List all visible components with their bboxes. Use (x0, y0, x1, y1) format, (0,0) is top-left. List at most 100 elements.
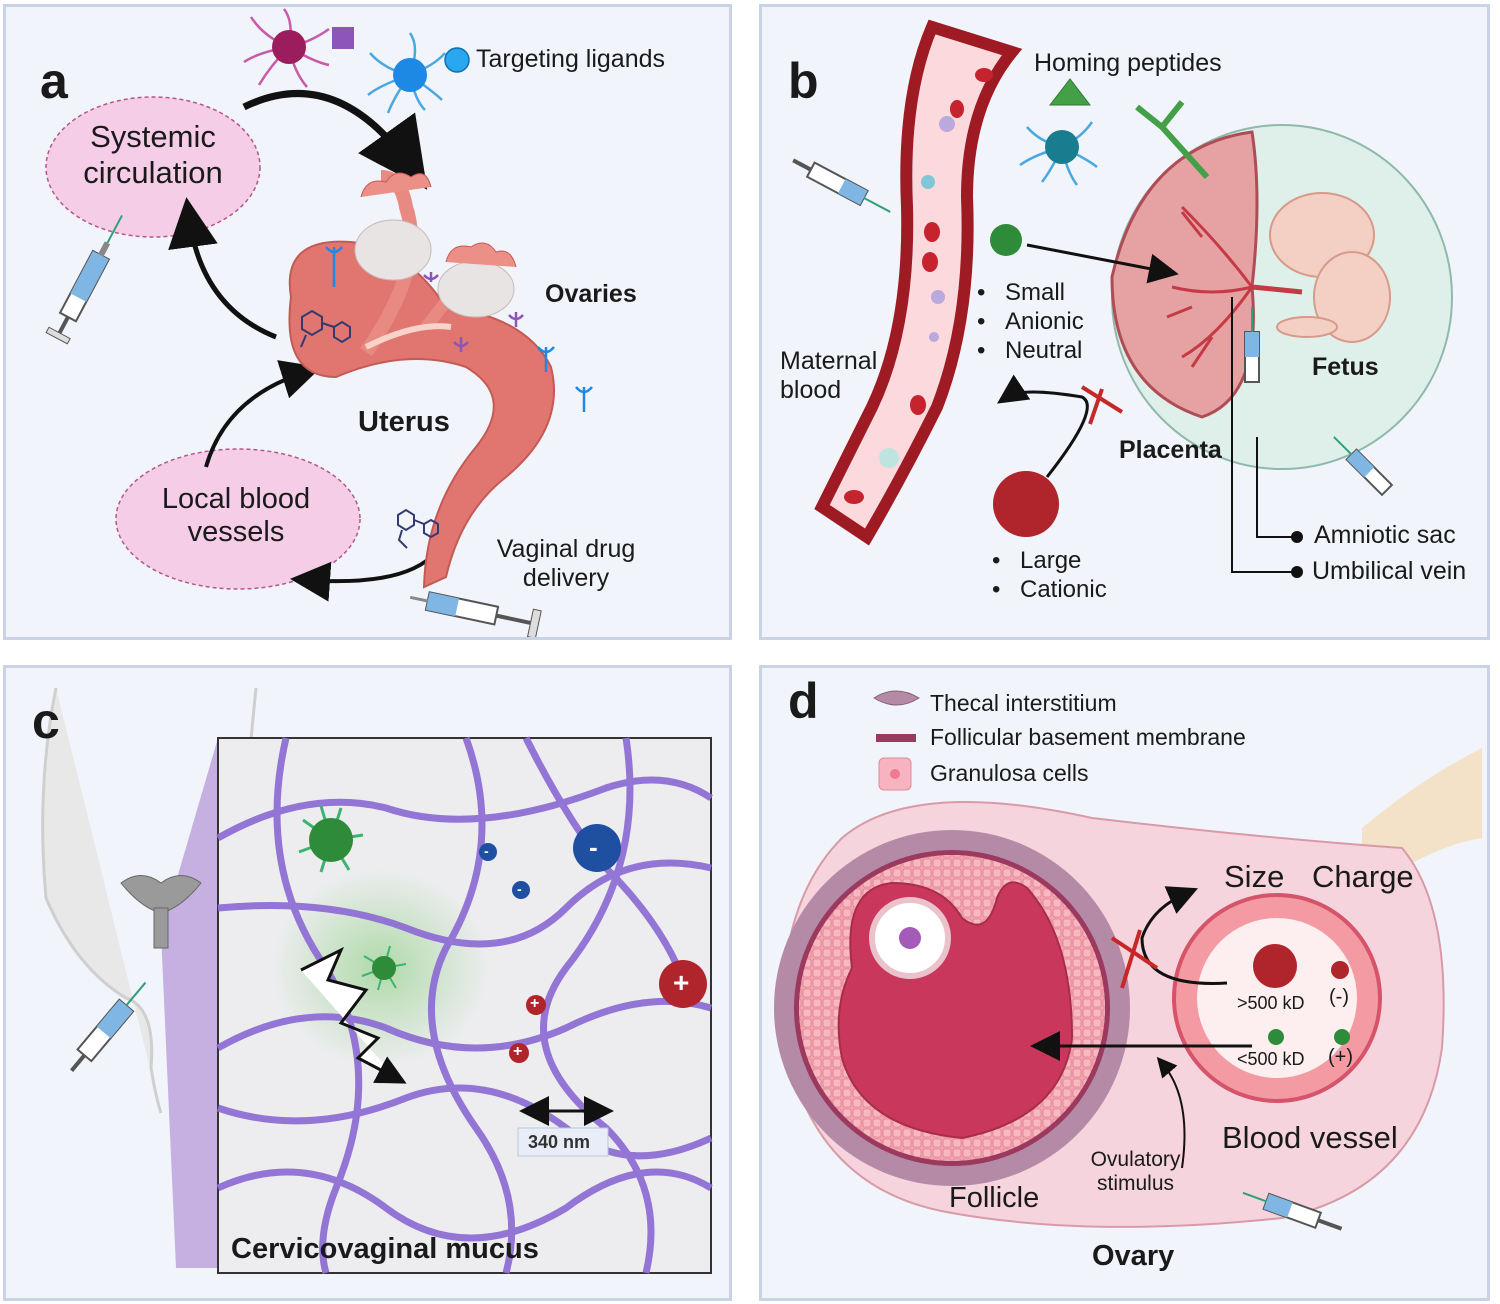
follicle-label: Follicle (949, 1182, 1040, 1214)
arrow-to-systemic (168, 197, 277, 340)
drug-molecule-icon (397, 508, 439, 549)
immune-cell-icons (879, 116, 955, 468)
large-particle-properties: Large Cationic (992, 547, 1107, 605)
amniotic-sac-label: Amniotic sac (1314, 521, 1456, 549)
ovulatory-line2: stimulus (1096, 1172, 1175, 1196)
maternal-line1: Maternal (780, 347, 878, 375)
syringe-icon (1242, 1191, 1343, 1231)
targeted-nanoparticle-icon (367, 32, 446, 114)
large-negative-particle-icon (1253, 944, 1297, 988)
arrow-large-blocked (997, 374, 1089, 478)
scale-bar-label: 340 nm (528, 1132, 591, 1152)
vaginal-line1: Vaginal drug (496, 535, 636, 563)
arrow-blocked-large (1140, 886, 1228, 985)
neg-charge-label: (-) (1329, 986, 1349, 1008)
panel-a: a Targeting ligands Systemic circulation… (3, 4, 732, 640)
property-neutral: Neutral (977, 337, 1084, 366)
receptor-icons (325, 246, 593, 412)
above-500-label: >500 kD (1237, 993, 1305, 1013)
fetus-label: Fetus (1312, 353, 1379, 381)
systemic-circulation-label: Systemic circulation (58, 119, 248, 190)
thecal-legend-icon (873, 690, 920, 706)
zoom-projection (161, 738, 218, 1268)
panel-a-illustration (45, 8, 593, 637)
cervicovaginal-mucus-title: Cervicovaginal mucus (231, 1233, 539, 1265)
syringe-icon (792, 158, 891, 213)
targeting-ligand-icon (444, 47, 470, 73)
systemic-line1: Systemic (90, 119, 216, 154)
pos-sign-small-2: + (513, 1043, 523, 1060)
positive-particle-icons (509, 960, 707, 1063)
ovulatory-line1: Ovulatory (1090, 1148, 1181, 1171)
oocyte-nucleus (899, 927, 921, 949)
ovaries-label: Ovaries (545, 280, 637, 308)
syringe-icon (1333, 436, 1394, 497)
small-neutral-particle-icon (1268, 1029, 1284, 1045)
legend-thecal-label: Thecal interstitium (930, 690, 1117, 716)
placenta-vessels (1166, 205, 1303, 368)
basement-membrane-legend-icon (876, 734, 916, 742)
panel-c-letter: c (32, 693, 60, 749)
diffusion-path (300, 946, 407, 1084)
legend-basement-membrane-label: Follicular basement membrane (930, 724, 1246, 750)
large-particle-icon (993, 471, 1059, 537)
small-particle-properties: Small Anionic Neutral (977, 279, 1084, 365)
local-line2: vessels (187, 516, 285, 549)
systemic-line2: circulation (83, 154, 223, 190)
scale-bar-box (517, 1127, 609, 1157)
ligand-square-icon (332, 27, 354, 49)
fetus-illustration (1269, 192, 1391, 343)
small-negative-particle-icon (1331, 961, 1349, 979)
reproductive-tract-icon (120, 875, 202, 949)
blocked-cross-icon (1110, 929, 1159, 989)
below-500-label: <500 kD (1237, 1049, 1305, 1069)
property-small: Small (977, 279, 1084, 308)
nanoparticle-icon (243, 8, 330, 88)
maternal-line2: blood (780, 375, 842, 404)
uterus-label: Uterus (358, 406, 450, 438)
syringe-icon (1244, 307, 1260, 383)
property-large: Large (992, 547, 1107, 576)
targeting-ligands-label: Targeting ligands (476, 45, 666, 73)
panel-d-letter: d (788, 673, 819, 729)
panel-a-letter: a (40, 53, 68, 109)
ovulatory-stimulus-label: Ovulatory stimulus (1078, 1148, 1193, 1196)
umbilical-vein-label: Umbilical vein (1312, 557, 1467, 585)
blood-vessel-label: Blood vessel (1222, 1120, 1398, 1155)
local-blood-vessels-oval (115, 448, 361, 590)
pos-sign-small-1: + (530, 995, 540, 1012)
arrow-local-to-uterus (204, 360, 322, 468)
vaginal-drug-delivery-label: Vaginal drug delivery (486, 535, 646, 593)
red-blood-cell-icons (844, 68, 993, 504)
drug-molecule-icon (300, 309, 351, 348)
charge-label: Charge (1312, 859, 1414, 894)
syringe-icon (70, 981, 147, 1072)
blood-vessel-lumen (1197, 918, 1357, 1078)
panel-c: c - - - + + + 340 nm Cervicovaginal mucu… (3, 665, 732, 1301)
panel-d: d Thecal interstitium Follicular basemen… (759, 665, 1490, 1301)
syringe-icon (409, 591, 542, 637)
placenta-shape (1110, 130, 1259, 419)
syringe-icon (45, 214, 123, 345)
pos-charge-label: (+) (1328, 1046, 1353, 1068)
homing-peptide-triangle-icon (1048, 78, 1092, 106)
local-line1: Local blood (161, 483, 311, 515)
neg-sign-large: - (589, 832, 598, 862)
property-cationic: Cationic (992, 576, 1107, 605)
neg-sign-small-1: - (484, 843, 489, 859)
small-positive-particle-icon (1334, 1029, 1350, 1045)
negative-particle-icons (479, 824, 621, 899)
maternal-blood-vessel (814, 19, 1023, 546)
blocked-cross-icon (1080, 385, 1124, 425)
panel-c-illustration (41, 687, 713, 1274)
arrow-to-uterus (242, 90, 428, 190)
small-particle-icon (990, 224, 1022, 256)
uterus-illustration (288, 170, 555, 589)
ovary-label: Ovary (1092, 1240, 1175, 1272)
size-label: Size (1224, 859, 1285, 894)
local-blood-vessels-label: Local blood vessels (131, 483, 341, 550)
legend-granulosa-label: Granulosa cells (930, 760, 1089, 786)
pos-sign-large: + (673, 967, 690, 998)
neg-sign-small-2: - (517, 881, 522, 897)
panel-d-illustration (774, 690, 1482, 1231)
